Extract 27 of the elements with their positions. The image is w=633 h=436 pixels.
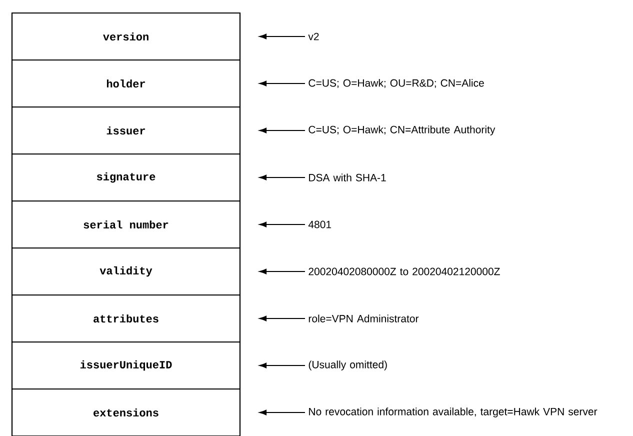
value-text: DSA with SHA-1 bbox=[309, 174, 386, 182]
value-text: v2 bbox=[308, 32, 319, 40]
field-box: extensions bbox=[11, 388, 241, 436]
field-box: version bbox=[11, 12, 241, 61]
field-box: issuerUniqueID bbox=[11, 341, 241, 390]
arrow bbox=[259, 174, 306, 180]
arrow bbox=[259, 410, 306, 416]
value-text: No revocation information available, target=Hawk VPN server bbox=[309, 408, 598, 418]
field-box: attributes bbox=[11, 294, 241, 343]
field-box: validity bbox=[11, 247, 241, 296]
field-box: signature bbox=[11, 153, 241, 202]
arrow bbox=[259, 80, 306, 86]
arrow bbox=[259, 316, 306, 322]
value-text: role=VPN Administrator bbox=[308, 314, 419, 322]
value-text: C=US; O=Hawk; CN=Attribute Authority bbox=[308, 126, 496, 136]
arrow bbox=[259, 268, 306, 274]
value-text: 20020402080000Z to 20020402120000Z bbox=[308, 268, 500, 276]
field-box: issuer bbox=[11, 106, 241, 155]
value-text: (Usually omitted) bbox=[308, 360, 387, 370]
field-box: serial number bbox=[11, 200, 241, 249]
field-box: holder bbox=[11, 59, 241, 108]
value-text: 4801 bbox=[308, 220, 332, 228]
arrow bbox=[259, 362, 306, 368]
arrow bbox=[259, 128, 306, 134]
arrow bbox=[259, 34, 306, 40]
value-text: C=US; O=Hawk; OU=R&D; CN=Alice bbox=[308, 79, 484, 88]
arrow bbox=[259, 222, 306, 228]
